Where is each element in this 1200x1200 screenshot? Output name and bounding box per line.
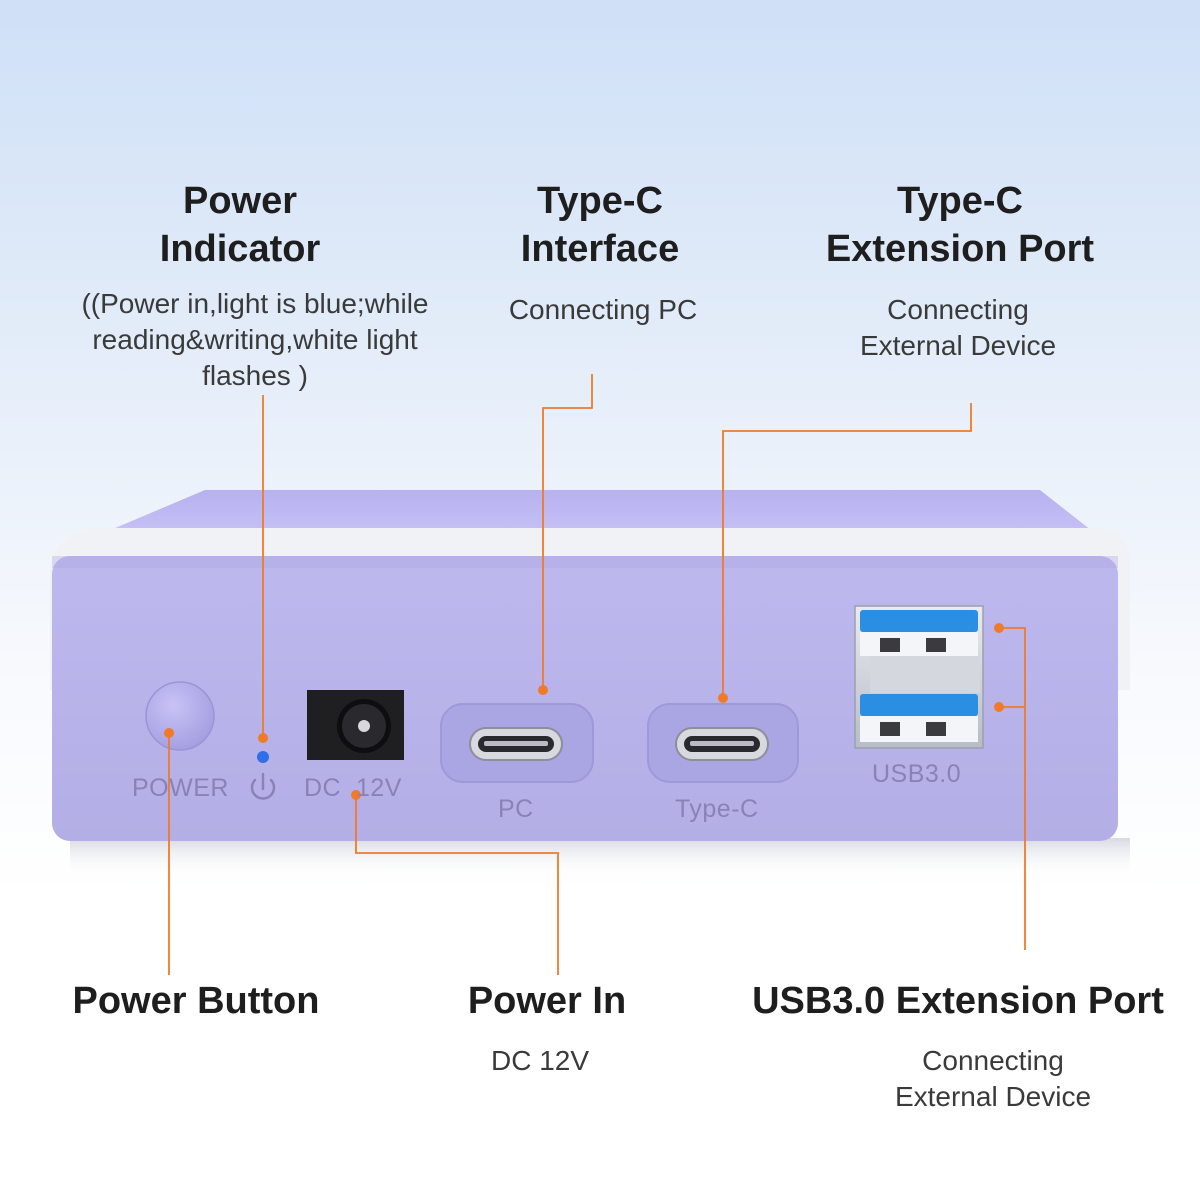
usb-extension-title: USB3.0 Extension Port bbox=[752, 980, 1164, 1022]
power-in-desc: DC 12V bbox=[490, 1045, 590, 1076]
leader-dots bbox=[164, 623, 1004, 800]
label-dc-12v: DC 12V bbox=[304, 774, 402, 802]
power-indicator-desc: ((Power in,light is blue;while reading&w… bbox=[81, 288, 429, 391]
type-c-interface-title: Type-C Interface bbox=[520, 180, 680, 270]
power-icon bbox=[250, 772, 276, 800]
power-indicator-title: Power Indicator bbox=[159, 180, 321, 270]
label-type-c: Type-C bbox=[675, 795, 759, 823]
power-button-title: Power Button bbox=[72, 980, 320, 1022]
device-front bbox=[52, 556, 1118, 841]
label-power: POWER bbox=[132, 774, 229, 802]
indicator-led bbox=[257, 751, 269, 763]
usb-port-bottom[interactable] bbox=[860, 694, 978, 742]
type-c-extension-desc: Connecting External Device bbox=[859, 294, 1057, 361]
usb-extension-desc: Connecting External Device bbox=[894, 1045, 1092, 1112]
power-button[interactable] bbox=[145, 681, 215, 751]
type-c-interface-desc: Connecting PC bbox=[508, 294, 698, 325]
type-c-extension-title: Type-C Extension Port bbox=[825, 180, 1095, 270]
device-shadow bbox=[70, 838, 1130, 878]
leader-lines bbox=[168, 374, 1026, 975]
label-usb30: USB3.0 bbox=[872, 760, 962, 788]
device-rim bbox=[50, 528, 1130, 690]
usb-port-top[interactable] bbox=[860, 610, 978, 656]
label-pc: PC bbox=[498, 795, 534, 823]
power-in-title: Power In bbox=[467, 980, 627, 1022]
